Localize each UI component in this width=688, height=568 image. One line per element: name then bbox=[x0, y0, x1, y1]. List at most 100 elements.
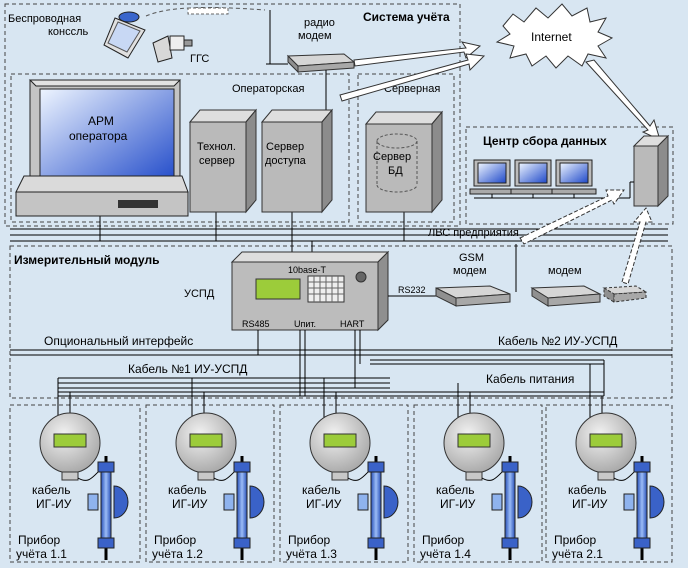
cable-2-label: Кабель №2 ИУ-УСПД bbox=[498, 334, 617, 348]
access-server-label-2: доступа bbox=[265, 155, 307, 167]
uspd-upit-label: Uпит. bbox=[294, 319, 316, 329]
uspd-10base-label: 10base-T bbox=[288, 265, 327, 275]
access-server bbox=[260, 108, 334, 214]
radio-modem bbox=[286, 53, 356, 74]
modem-label: модем bbox=[548, 265, 582, 277]
ggs-label: ГГС bbox=[190, 53, 209, 65]
meter-device-label-2: учёта 1.4 bbox=[420, 547, 471, 561]
gsm-modem-label-1: GSM bbox=[459, 252, 484, 264]
meter-cable-label-1: кабель bbox=[32, 483, 70, 497]
meter-device-label-2: учёта 1.1 bbox=[16, 547, 67, 561]
meter-cable-label-2: ИГ-ИУ bbox=[572, 497, 608, 511]
zone-accounting-system-label: Система учёта bbox=[363, 10, 450, 24]
meter-pipe bbox=[236, 471, 248, 539]
uspd-controller bbox=[230, 250, 390, 332]
cable-1-label: Кабель №1 ИУ-УСПД bbox=[128, 362, 247, 376]
lan-label: ЛВС предприятия bbox=[428, 227, 519, 239]
internet-link-arrows bbox=[339, 41, 661, 141]
modem bbox=[530, 285, 602, 307]
meter-sensor bbox=[383, 485, 399, 519]
meter-display bbox=[323, 433, 357, 448]
meter-device-label-1: Прибор bbox=[18, 533, 61, 547]
wireless-console bbox=[103, 11, 146, 59]
zone-measuring-module bbox=[9, 245, 673, 399]
internet-cloud bbox=[495, 3, 614, 69]
meter-box-2 bbox=[145, 404, 275, 563]
meter-pipe bbox=[370, 471, 382, 539]
zone-data-center-label: Центр сбора данных bbox=[483, 134, 607, 148]
meter-display bbox=[53, 433, 87, 448]
zone-operator-room-label: Операторская bbox=[232, 83, 304, 95]
meter-cable-label-2: ИГ-ИУ bbox=[172, 497, 208, 511]
data-center-workstations bbox=[469, 159, 597, 195]
workstation-label-1: АРМ bbox=[88, 114, 114, 128]
meter-sensor bbox=[113, 485, 129, 519]
meter-cable-label-1: кабель bbox=[302, 483, 340, 497]
meter-pipe bbox=[636, 471, 648, 539]
zone-operator-room bbox=[10, 73, 350, 223]
zone-server-room-label: Серверная bbox=[384, 83, 440, 95]
meter-cable-label-1: кабель bbox=[568, 483, 606, 497]
workstation bbox=[15, 79, 189, 217]
rs232-label: RS232 bbox=[398, 285, 426, 295]
meter-device-label-2: учёта 2.1 bbox=[552, 547, 603, 561]
meter-cable-label-1: кабель bbox=[436, 483, 474, 497]
meter-cable-label-2: ИГ-ИУ bbox=[36, 497, 72, 511]
meter-box-1 bbox=[9, 404, 141, 563]
zone-server-room bbox=[357, 73, 455, 223]
meter-sensor bbox=[649, 485, 665, 519]
gsm-modem-label-2: модем bbox=[453, 265, 487, 277]
db-server-label-1: Сервер bbox=[373, 151, 411, 163]
power-cable-label: Кабель питания bbox=[486, 372, 574, 386]
uspd-rs485-label: RS485 bbox=[242, 319, 270, 329]
meter-sensor bbox=[517, 485, 533, 519]
meter-cable-label-1: кабель bbox=[168, 483, 206, 497]
radio-modem-label-1: радио bbox=[304, 17, 335, 29]
meter-pipe bbox=[504, 471, 516, 539]
data-center-server bbox=[632, 134, 670, 208]
meter-device-label-1: Прибор bbox=[154, 533, 197, 547]
workstation-label-2: оператора bbox=[69, 129, 128, 143]
db-server-label-2: БД bbox=[388, 165, 403, 177]
tech-server-label-2: сервер bbox=[199, 155, 235, 167]
internet-label: Internet bbox=[531, 30, 572, 44]
zone-measuring-module-label: Измерительный модуль bbox=[14, 253, 159, 267]
tech-server bbox=[188, 108, 258, 214]
uspd-label: УСПД bbox=[184, 288, 215, 300]
meter-box-5 bbox=[545, 404, 673, 563]
zone-boxes bbox=[4, 3, 674, 563]
tech-server-label-1: Технол. bbox=[197, 141, 236, 153]
db-server bbox=[364, 110, 444, 214]
meter-cable-label-2: ИГ-ИУ bbox=[440, 497, 476, 511]
meter-sensor bbox=[249, 485, 265, 519]
zone-accounting-system bbox=[4, 3, 461, 227]
speaker-icon bbox=[152, 35, 193, 63]
meter-box-3 bbox=[279, 404, 409, 563]
meter-display bbox=[189, 433, 223, 448]
wireless-console-label-1: Беспроводная bbox=[8, 13, 81, 25]
optional-interface-label: Опциональный интерфейс bbox=[44, 334, 193, 348]
radio-modem-label-2: модем bbox=[298, 30, 332, 42]
meter-device-label-1: Прибор bbox=[422, 533, 465, 547]
lan-bus bbox=[10, 212, 668, 255]
meter-pipe bbox=[100, 471, 112, 539]
gsm-modem bbox=[435, 285, 511, 307]
meter-box-4 bbox=[413, 404, 543, 563]
data-center-link-arrows bbox=[519, 189, 653, 285]
meter-device-label-2: учёта 1.2 bbox=[152, 547, 203, 561]
wireless-link bbox=[145, 7, 266, 17]
meter-device-label-2: учёта 1.3 bbox=[286, 547, 337, 561]
access-server-label-1: Сервер bbox=[266, 141, 304, 153]
meter-cable-label-2: ИГ-ИУ bbox=[306, 497, 342, 511]
meter-device-label-1: Прибор bbox=[554, 533, 597, 547]
remote-modem bbox=[602, 285, 648, 303]
meter-display bbox=[457, 433, 491, 448]
zone-data-center bbox=[465, 126, 674, 225]
